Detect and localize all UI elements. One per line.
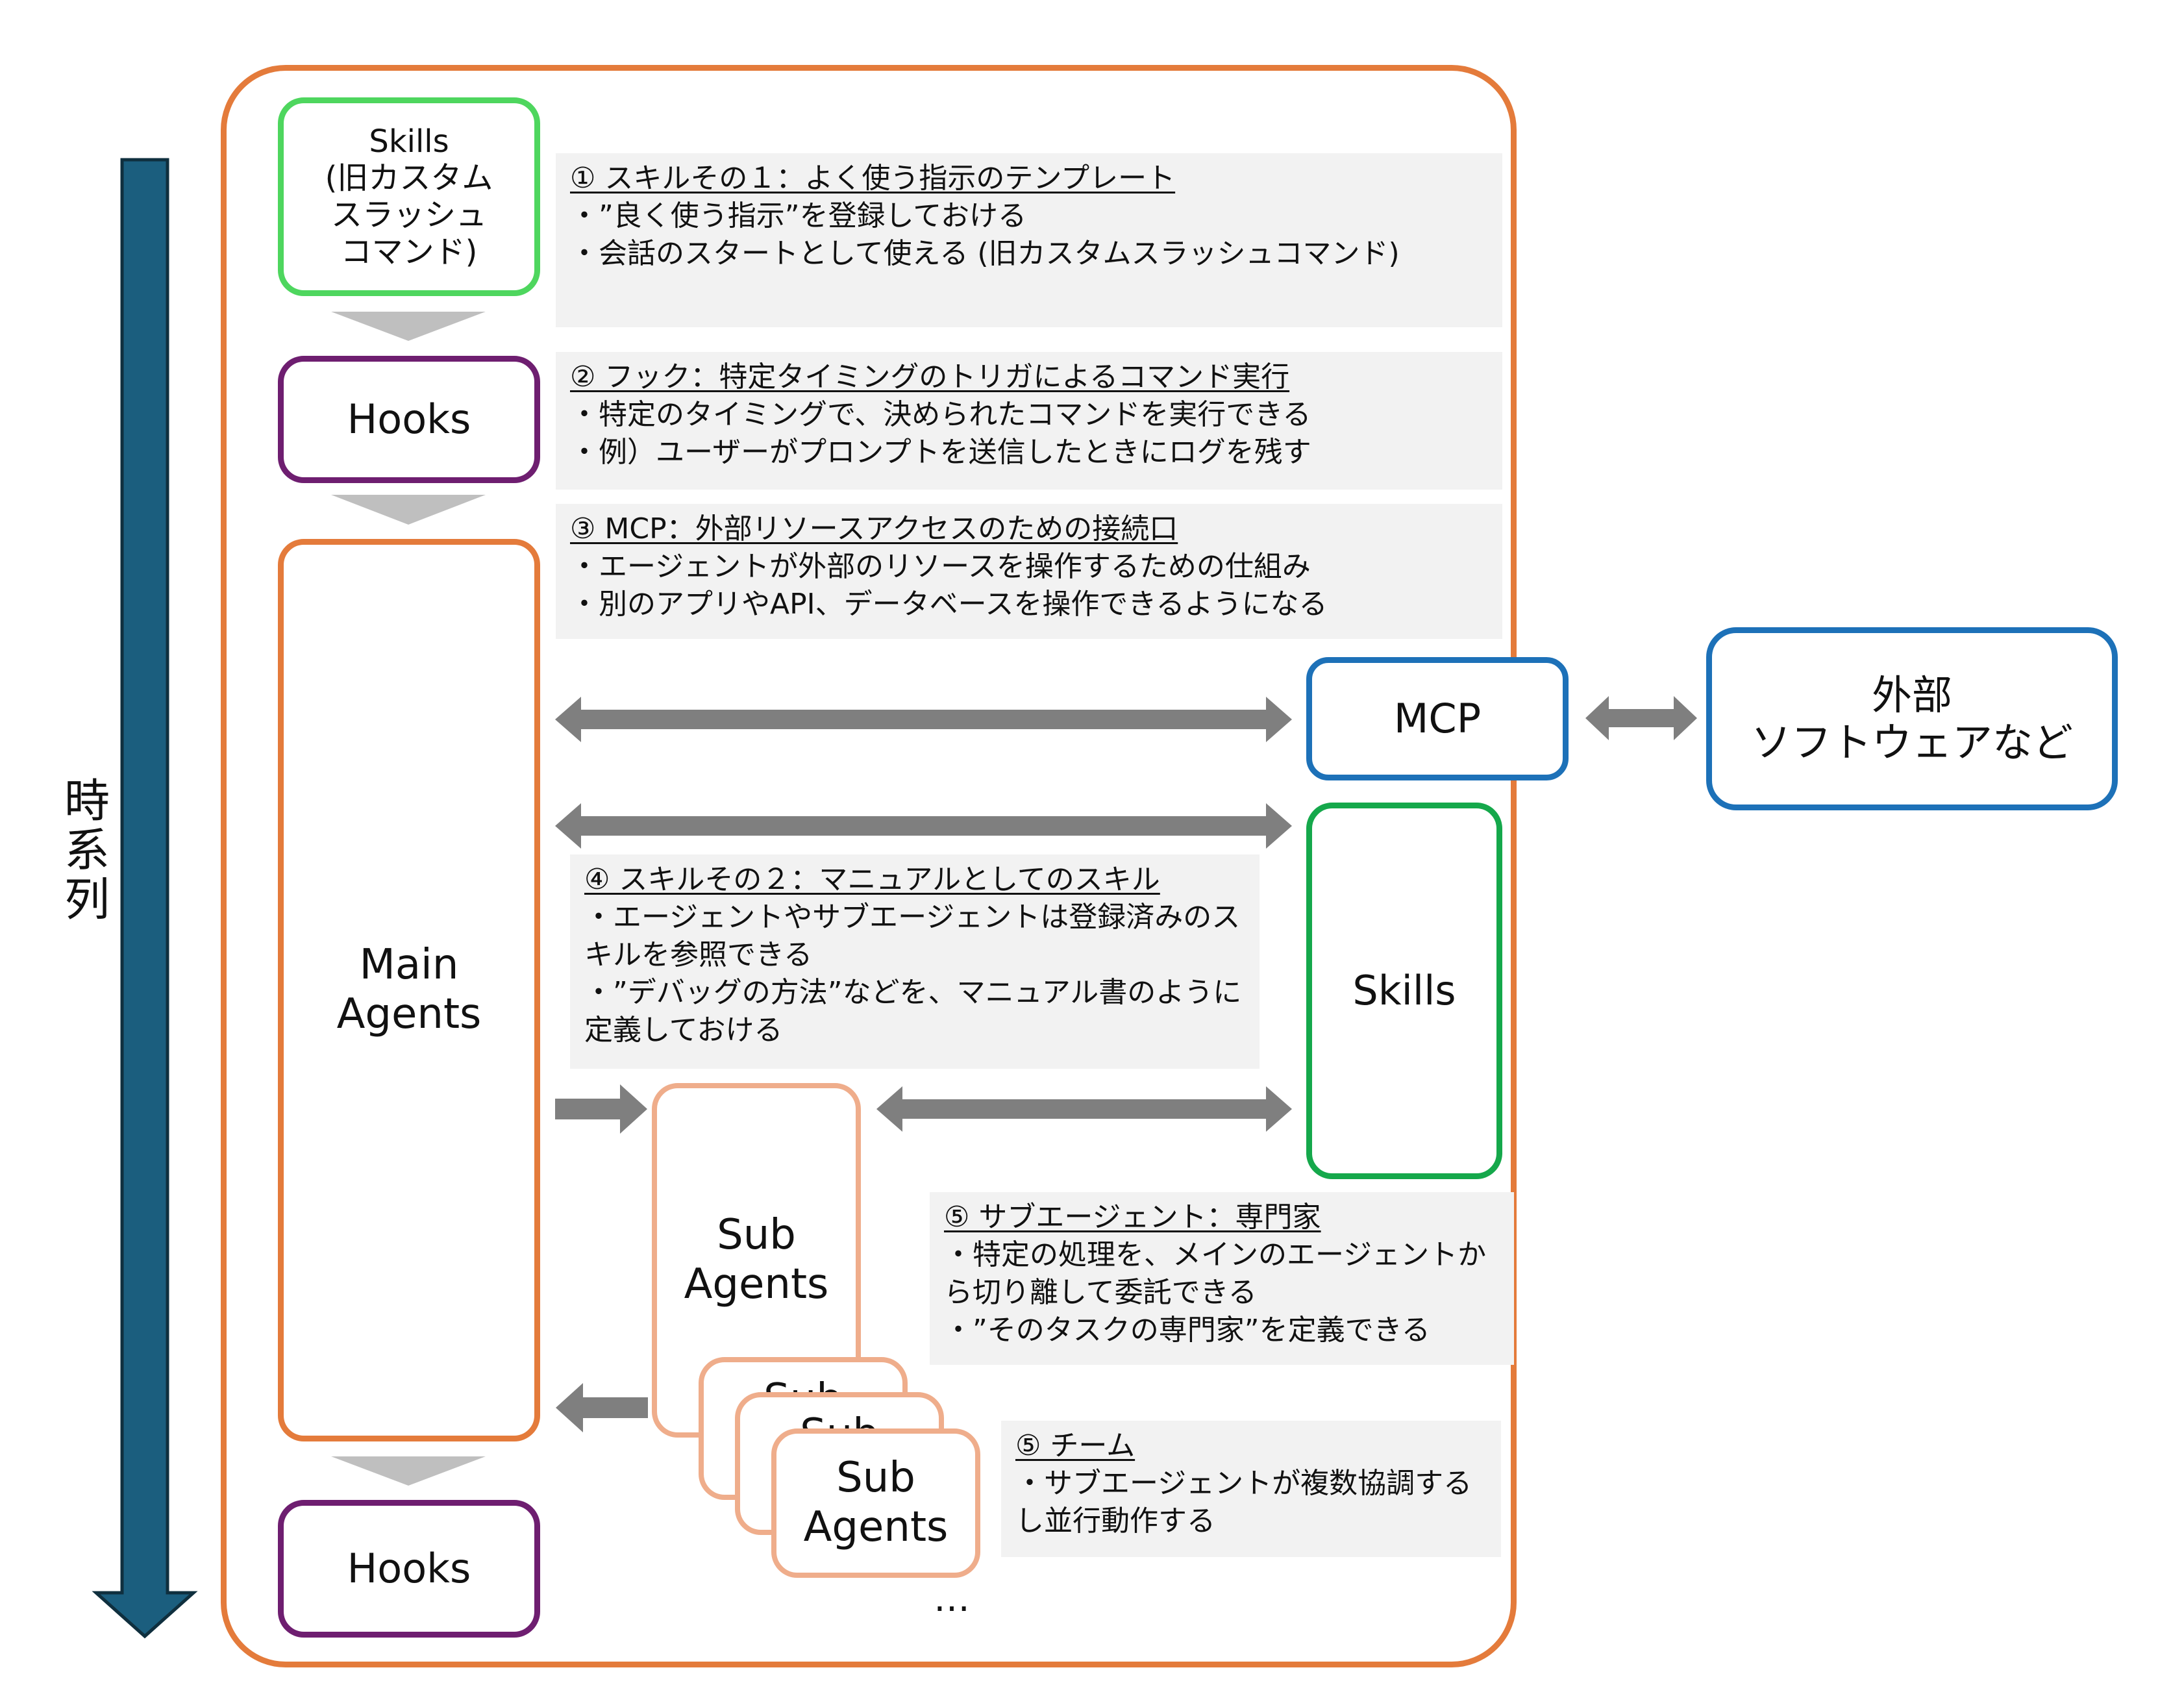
hooks-top-node[interactable]: Hooks xyxy=(278,356,540,483)
more-sub-agents-ellipsis: … xyxy=(934,1578,975,1620)
timeline-label: 時系列 xyxy=(56,777,110,925)
note-line: ・エージェントやサブエージェントは登録済みのスキルを参照できる xyxy=(584,901,1241,971)
note-skills-template: ① スキルその１：よく使う指示のテンプレート ・”良く使う指示”を登録しておける… xyxy=(556,153,1502,327)
main-mcp-arrow xyxy=(555,697,1292,742)
mcp-node[interactable]: MCP xyxy=(1306,657,1569,780)
note-title: ⑤ サブエージェント：専門家 xyxy=(944,1201,1321,1234)
note-line: ・エージェントが外部のリソースを操作するための仕組み xyxy=(570,550,1311,583)
note-team: ⑤ チーム ・サブエージェントが複数協調するし並行動作する xyxy=(1001,1421,1501,1557)
note-line: ・会話のスタートとして使える (旧カスタムスラッシュコマンド) xyxy=(570,237,1400,270)
flow-chevron-1 xyxy=(331,312,486,341)
note-line: ・特定の処理を、メインのエージェントから切り離して委託できる xyxy=(944,1238,1487,1309)
flow-chevron-3 xyxy=(331,1456,486,1486)
note-title: ① スキルその１：よく使う指示のテンプレート xyxy=(570,162,1176,195)
hooks-bottom-node[interactable]: Hooks xyxy=(278,1500,540,1638)
note-title: ⑤ チーム xyxy=(1015,1429,1135,1462)
main-skills-arrow xyxy=(555,803,1292,849)
note-title: ④ スキルその２：マニュアルとしてのスキル xyxy=(584,863,1160,896)
flow-chevron-2 xyxy=(331,495,486,525)
claude-code-frame xyxy=(221,65,1517,1667)
note-line: ・例）ユーザーがプロンプトを送信したときにログを残す xyxy=(570,436,1311,469)
note-line: ・特定のタイミングで、決められたコマンドを実行できる xyxy=(570,398,1311,431)
skills-node[interactable]: Skills xyxy=(1306,803,1502,1179)
note-mcp: ③ MCP：外部リソースアクセスのための接続口 ・エージェントが外部のリソースを… xyxy=(556,504,1502,639)
external-software-node[interactable]: 外部 ソフトウェアなど xyxy=(1706,627,2118,810)
sub-agents-stack-front[interactable]: Sub Agents xyxy=(771,1428,980,1578)
note-sub-agents: ⑤ サブエージェント：専門家 ・特定の処理を、メインのエージェントから切り離して… xyxy=(930,1192,1514,1365)
note-line: ・サブエージェントが複数協調するし並行動作する xyxy=(1015,1467,1472,1538)
note-title: ② フック：特定タイミングのトリガによるコマンド実行 xyxy=(570,360,1290,393)
sub-skills-arrow xyxy=(876,1086,1292,1132)
note-line: ・”そのタスクの専門家”を定義できる xyxy=(944,1314,1430,1347)
mcp-external-arrow xyxy=(1585,696,1697,740)
main-agents-node[interactable]: Main Agents xyxy=(278,539,540,1441)
note-hooks: ② フック：特定タイミングのトリガによるコマンド実行 ・特定のタイミングで、決め… xyxy=(556,352,1502,490)
note-title: ③ MCP：外部リソースアクセスのための接続口 xyxy=(570,512,1178,545)
note-skills-manual: ④ スキルその２：マニュアルとしてのスキル ・エージェントやサブエージェントは登… xyxy=(570,854,1260,1069)
note-line: ・別のアプリやAPI、データベースを操作できるようになる xyxy=(570,588,1328,621)
main-to-sub-arrow xyxy=(555,1084,647,1134)
note-line: ・”良く使う指示”を登録しておける xyxy=(570,199,1026,232)
note-line: ・”デバッグの方法”などを、マニュアル書のように定義しておける xyxy=(584,976,1242,1047)
sub-to-main-arrow xyxy=(556,1383,648,1432)
timeline-arrow xyxy=(92,158,198,1639)
skills-slash-command-node[interactable]: Skills (旧カスタム スラッシュ コマンド) xyxy=(278,97,540,296)
